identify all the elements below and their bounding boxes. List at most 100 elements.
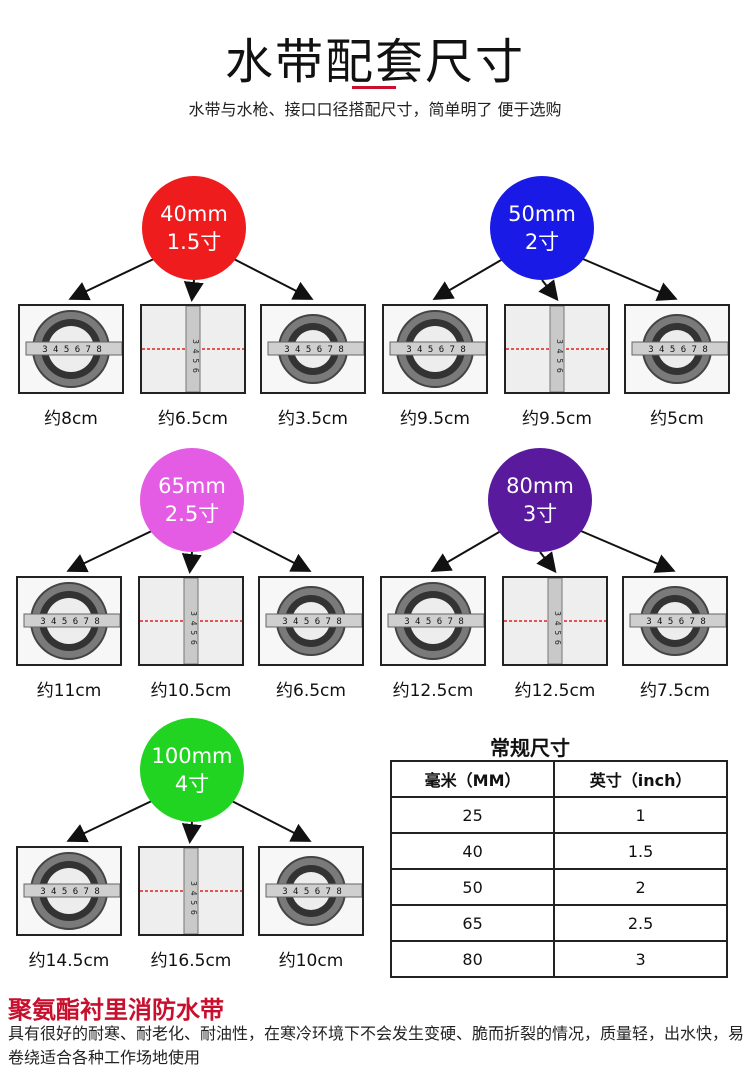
cell-mm: 50 xyxy=(389,868,556,906)
svg-text:3 4 5 6 7 8: 3 4 5 6 7 8 xyxy=(282,887,342,897)
svg-text:3 4 5 6 7 8: 3 4 5 6 7 8 xyxy=(282,617,342,627)
svg-text:3 4 5 6: 3 4 5 6 xyxy=(189,881,198,915)
cell-mm: 65 xyxy=(389,904,556,942)
size-group-65: 65mm 2.5寸 3 4 5 6 7 8 约11cm 3 4 5 6 约10.5cm 3 … xyxy=(14,448,364,708)
size-cun-label: 4寸 xyxy=(174,772,210,796)
measure-caption: 约9.5cm xyxy=(522,409,592,429)
size-cun-label: 2.5寸 xyxy=(164,502,220,526)
measure-caption: 约8cm xyxy=(44,409,98,429)
arrow xyxy=(183,279,204,302)
coupling-photo: 3 4 5 6 7 8 xyxy=(380,576,486,666)
measure-caption: 约10cm xyxy=(278,951,344,971)
measure-caption: 约14.5cm xyxy=(28,951,110,971)
size-table-title: 常规尺寸 xyxy=(490,736,570,760)
size-cun-label: 1.5寸 xyxy=(166,230,222,254)
page-title: 水带配套尺寸 xyxy=(224,34,525,90)
page-subtitle: 水带与水枪、接口口径搭配尺寸，简单明了 便于选购 xyxy=(188,100,562,119)
coupling-photo: 3 4 5 6 7 8 xyxy=(16,846,122,936)
header-mm: 毫米（MM） xyxy=(389,760,556,798)
measure-caption: 约5cm xyxy=(650,409,704,429)
size-badge: 40mm 1.5寸 xyxy=(142,176,246,280)
cell-mm: 40 xyxy=(389,832,556,870)
arrow xyxy=(430,527,507,573)
svg-text:3 4 5 6: 3 4 5 6 xyxy=(553,611,562,645)
measure-caption: 约9.5cm xyxy=(400,409,470,429)
size-group-50: 50mm 2寸 3 4 5 6 7 8 约9.5cm 3 4 5 6 约9.5cm 3 4 … xyxy=(380,176,730,436)
svg-text:3 4 5 6 7 8: 3 4 5 6 7 8 xyxy=(648,345,708,355)
arrow xyxy=(181,551,202,574)
svg-text:3 4 5 6 7 8: 3 4 5 6 7 8 xyxy=(406,345,466,355)
svg-text:3 4 5 6: 3 4 5 6 xyxy=(189,611,198,645)
measure-caption: 约6.5cm xyxy=(158,409,228,429)
cell-mm: 80 xyxy=(389,940,556,978)
arrow xyxy=(66,797,159,843)
measure-caption: 约11cm xyxy=(36,681,102,701)
cell-inch: 3 xyxy=(553,940,728,978)
cell-inch: 1.5 xyxy=(553,832,728,870)
size-mm-label: 80mm xyxy=(506,474,574,498)
arrows xyxy=(66,797,312,844)
nozzle-photo: 3 4 5 6 7 8 xyxy=(622,576,728,666)
nozzle-photo: 3 4 5 6 7 8 xyxy=(624,304,730,394)
size-cun-label: 2寸 xyxy=(524,230,560,254)
size-mm-label: 40mm xyxy=(160,202,228,226)
size-group-100: 100mm 4寸 3 4 5 6 7 8 约14.5cm 3 4 5 6 约16.5cm 3… xyxy=(14,718,364,978)
svg-text:3 4 5 6: 3 4 5 6 xyxy=(555,339,564,373)
size-mm-label: 65mm xyxy=(158,474,226,498)
arrow xyxy=(66,527,159,573)
measure-caption: 约16.5cm xyxy=(150,951,232,971)
cell-inch: 2 xyxy=(553,868,728,906)
size-mm-label: 50mm xyxy=(508,202,576,226)
svg-text:3 4 5 6 7 8: 3 4 5 6 7 8 xyxy=(284,345,344,355)
arrow xyxy=(225,527,312,572)
cell-inch: 2.5 xyxy=(553,904,728,942)
coupling-photo: 3 4 5 6 7 8 xyxy=(16,576,122,666)
arrows xyxy=(430,527,676,574)
hose-photo: 3 4 5 6 xyxy=(140,304,246,394)
coupling-photo: 3 4 5 6 7 8 xyxy=(18,304,124,394)
svg-text:3 4 5 6: 3 4 5 6 xyxy=(191,339,200,373)
measure-caption: 约7.5cm xyxy=(640,681,710,701)
title-underline xyxy=(352,86,396,89)
size-table-header-row: 毫米（MM） 英寸（inch） xyxy=(389,760,728,798)
measure-caption: 约6.5cm xyxy=(276,681,346,701)
arrows xyxy=(68,255,314,302)
nozzle-photo: 3 4 5 6 7 8 xyxy=(258,576,364,666)
arrow xyxy=(536,551,557,574)
size-group-40: 40mm 1.5寸 3 4 5 6 7 8 约8cm 3 4 5 6 约6.5cm 3 4 … xyxy=(16,176,366,436)
hose-photo: 3 4 5 6 xyxy=(138,846,244,936)
measure-caption: 约10.5cm xyxy=(150,681,232,701)
size-mm-label: 100mm xyxy=(151,744,233,768)
coupling-photo: 3 4 5 6 7 8 xyxy=(382,304,488,394)
arrow xyxy=(573,527,676,573)
arrow xyxy=(575,255,678,301)
size-badge: 80mm 3寸 xyxy=(488,448,592,552)
arrow xyxy=(68,255,161,301)
cell-inch: 1 xyxy=(553,796,728,834)
arrow xyxy=(225,797,312,842)
svg-text:3 4 5 6 7 8: 3 4 5 6 7 8 xyxy=(646,617,706,627)
hose-photo: 3 4 5 6 xyxy=(138,576,244,666)
svg-text:3 4 5 6 7 8: 3 4 5 6 7 8 xyxy=(40,617,100,627)
size-cun-label: 3寸 xyxy=(522,502,558,526)
arrow xyxy=(181,821,202,844)
measure-caption: 约12.5cm xyxy=(514,681,596,701)
svg-text:3 4 5 6 7 8: 3 4 5 6 7 8 xyxy=(40,887,100,897)
arrow xyxy=(538,279,559,302)
svg-text:3 4 5 6 7 8: 3 4 5 6 7 8 xyxy=(42,345,102,355)
hose-photo: 3 4 5 6 xyxy=(502,576,608,666)
nozzle-photo: 3 4 5 6 7 8 xyxy=(258,846,364,936)
size-badge: 65mm 2.5寸 xyxy=(140,448,244,552)
arrows xyxy=(66,527,312,574)
feature-description: 具有很好的耐寒、耐老化、耐油性，在寒冷环境下不会发生变硬、脆而折裂的情况，质量轻… xyxy=(8,1024,745,1067)
arrow xyxy=(432,255,509,301)
arrow xyxy=(227,255,314,300)
cell-mm: 25 xyxy=(389,796,556,834)
nozzle-photo: 3 4 5 6 7 8 xyxy=(260,304,366,394)
svg-text:3 4 5 6 7 8: 3 4 5 6 7 8 xyxy=(404,617,464,627)
hose-photo: 3 4 5 6 xyxy=(504,304,610,394)
